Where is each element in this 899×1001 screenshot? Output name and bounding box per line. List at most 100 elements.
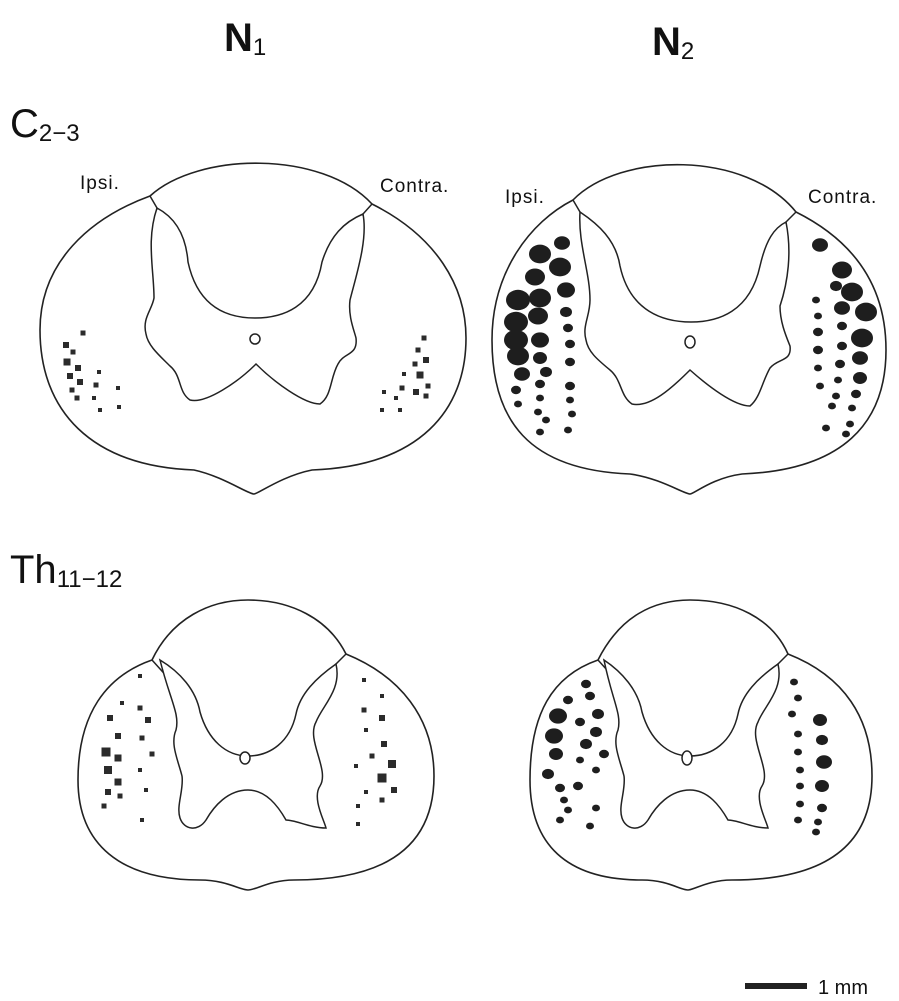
neuron-marker-dot xyxy=(514,367,530,381)
neuron-marker-square xyxy=(364,790,368,794)
neuron-marker-square xyxy=(138,674,142,678)
neuron-marker-dot xyxy=(813,328,823,337)
neuron-marker-dot xyxy=(542,417,550,424)
neuron-marker-square xyxy=(115,755,122,762)
neuron-marker-square xyxy=(150,752,155,757)
neuron-marker-dot xyxy=(837,342,847,351)
neuron-marker-dot xyxy=(585,692,595,701)
section-c2-3-n2 xyxy=(492,165,886,494)
neuron-marker-square xyxy=(413,389,419,395)
neuron-marker-dot xyxy=(796,767,804,774)
neuron-marker-square xyxy=(388,760,396,768)
neuron-marker-dot xyxy=(852,351,868,365)
neuron-marker-square xyxy=(67,373,73,379)
neuron-marker-dot xyxy=(837,322,847,331)
scale-bar xyxy=(745,983,807,989)
cord-outline xyxy=(78,600,434,890)
neuron-marker-dot xyxy=(590,727,602,737)
neuron-marker-square xyxy=(362,708,367,713)
neuron-marker-dot xyxy=(813,714,827,726)
neuron-marker-square xyxy=(364,728,368,732)
neuron-marker-dot xyxy=(814,819,822,826)
section-th11-12-n2 xyxy=(530,600,872,890)
neuron-marker-dot xyxy=(549,708,567,723)
neuron-marker-dot xyxy=(822,425,830,432)
neuron-marker-square xyxy=(356,822,360,826)
neuron-marker-dot xyxy=(848,405,856,412)
neuron-marker-dot xyxy=(531,332,549,347)
neuron-marker-square xyxy=(105,789,111,795)
neuron-marker-dot xyxy=(794,749,802,756)
central-canal xyxy=(682,751,692,765)
neuron-marker-dot xyxy=(533,352,547,364)
neuron-marker-dot xyxy=(796,783,804,790)
neuron-marker-dot xyxy=(788,711,796,718)
neuron-marker-square xyxy=(117,405,121,409)
neuron-marker-dot xyxy=(565,340,575,349)
neuron-marker-dot xyxy=(549,258,571,277)
neuron-marker-square xyxy=(77,379,83,385)
neuron-marker-dot xyxy=(812,238,828,252)
neuron-marker-dot xyxy=(790,679,798,686)
neuron-marker-square xyxy=(75,396,80,401)
neuron-marker-dot xyxy=(794,695,802,702)
neuron-marker-square xyxy=(413,362,418,367)
neuron-marker-dot xyxy=(828,403,836,410)
neuron-marker-square xyxy=(70,388,75,393)
neuron-marker-square xyxy=(362,678,366,682)
neuron-marker-square xyxy=(71,350,76,355)
neuron-marker-dot xyxy=(832,393,840,400)
neuron-marker-dot xyxy=(832,262,852,279)
neuron-marker-square xyxy=(354,764,358,768)
neuron-marker-square xyxy=(115,733,121,739)
neuron-marker-dot xyxy=(507,347,529,366)
neuron-marker-square xyxy=(398,408,402,412)
section-c2-3-n1 xyxy=(40,163,466,494)
neuron-marker-dot xyxy=(568,411,576,418)
neuron-marker-dot xyxy=(815,780,829,792)
neuron-marker-square xyxy=(138,706,143,711)
neuron-marker-square xyxy=(426,384,431,389)
neuron-marker-square xyxy=(63,342,69,348)
neuron-marker-dot xyxy=(794,817,802,824)
neuron-marker-dot xyxy=(573,782,583,791)
neuron-marker-dot xyxy=(536,395,544,402)
neuron-marker-square xyxy=(144,788,148,792)
neuron-marker-square xyxy=(94,383,99,388)
neuron-marker-dot xyxy=(540,367,552,377)
neuron-marker-square xyxy=(356,804,360,808)
neuron-marker-square xyxy=(102,804,107,809)
neuron-marker-dot xyxy=(560,797,568,804)
neuron-marker-dot xyxy=(575,718,585,727)
neuron-marker-dot xyxy=(528,308,548,325)
neuron-marker-dot xyxy=(514,401,522,408)
neuron-marker-dot xyxy=(506,290,530,310)
central-canal xyxy=(685,336,695,348)
neuron-marker-dot xyxy=(812,297,820,304)
neuron-marker-dot xyxy=(794,731,802,738)
neuron-marker-dot xyxy=(835,360,845,369)
neuron-marker-dot xyxy=(817,804,827,813)
neuron-marker-dot xyxy=(564,807,572,814)
neuron-marker-dot xyxy=(851,329,873,348)
neuron-marker-square xyxy=(391,787,397,793)
neuron-marker-dot xyxy=(535,380,545,389)
neuron-marker-dot xyxy=(554,236,570,250)
neuron-marker-dot xyxy=(853,372,867,384)
neuron-marker-dot xyxy=(542,769,554,779)
neuron-marker-square xyxy=(102,748,111,757)
neuron-marker-dot xyxy=(814,313,822,320)
neuron-marker-dot xyxy=(834,301,850,315)
neuron-marker-dot xyxy=(565,382,575,391)
neuron-marker-dot xyxy=(851,390,861,399)
neuron-marker-dot xyxy=(564,427,572,434)
neuron-marker-dot xyxy=(576,757,584,764)
neuron-marker-dot xyxy=(830,281,842,291)
neuron-marker-dot xyxy=(581,680,591,689)
neuron-marker-dot xyxy=(814,365,822,372)
neuron-marker-square xyxy=(394,396,398,400)
neuron-marker-square xyxy=(370,754,375,759)
neuron-marker-square xyxy=(424,394,429,399)
